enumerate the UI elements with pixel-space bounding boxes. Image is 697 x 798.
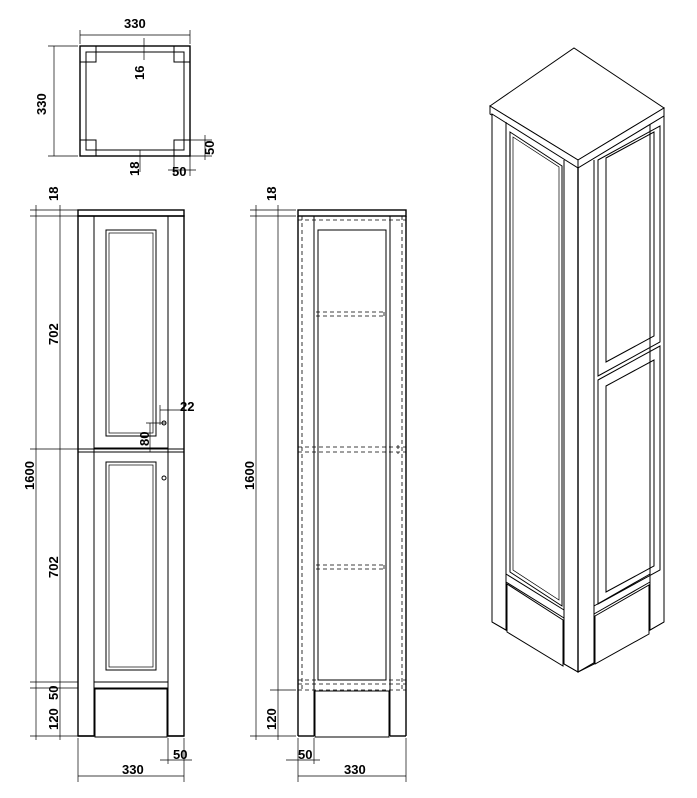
front-upper-door-panel — [105, 229, 157, 437]
plan-width-label: 330 — [124, 16, 146, 31]
section-shelf-3 — [316, 564, 385, 570]
plan-inner-outline — [85, 51, 185, 151]
section-leg-height-label: 120 — [264, 708, 279, 730]
front-width-label: 330 — [122, 762, 144, 777]
front-leg-gap — [94, 688, 168, 738]
section-top-slab — [297, 209, 407, 217]
plan-leg-depth-label: 50 — [202, 141, 217, 155]
plan-offset-label: 18 — [127, 162, 142, 176]
plan-view: 330 330 16 50 18 50 — [34, 16, 217, 179]
section-top-label: 18 — [264, 187, 279, 201]
section-shelf-2 — [298, 445, 406, 454]
section-width-label: 330 — [344, 762, 366, 777]
section-back-panel — [317, 229, 387, 681]
plan-depth-label: 330 — [34, 93, 49, 115]
plan-leg-top-right — [173, 45, 191, 63]
section-total-height-label: 1600 — [242, 461, 257, 490]
plan-leg-width-label: 50 — [172, 164, 186, 179]
plan-leg-bottom-right — [173, 139, 191, 157]
section-leg-width-label: 50 — [298, 747, 312, 762]
front-top-label: 18 — [46, 187, 61, 201]
iso-lower-door — [597, 345, 661, 605]
front-total-height-label: 1600 — [22, 461, 37, 490]
front-lower-door-height-label: 702 — [46, 556, 61, 578]
iso-left-panel — [509, 131, 563, 607]
plan-leg-bottom-left — [79, 139, 97, 157]
plan-outline — [79, 45, 191, 157]
front-view: 18 702 1600 702 50 120 22 80 330 50 — [22, 187, 194, 782]
front-leg-width-label: 50 — [173, 747, 187, 762]
section-base-shelf — [298, 679, 406, 691]
section-leg-gap — [314, 690, 390, 738]
front-knob-height-label: 80 — [137, 432, 152, 446]
front-top-slab — [77, 209, 185, 217]
front-upper-door-height-label: 702 — [46, 323, 61, 345]
isometric-view — [489, 47, 665, 673]
plan-panel-label: 16 — [132, 66, 147, 80]
front-knob-offset-label: 22 — [180, 399, 194, 414]
iso-right-face — [577, 115, 665, 673]
front-upper-door — [93, 215, 169, 449]
front-lower-knob — [161, 475, 167, 481]
front-leg-height-label: 120 — [46, 708, 61, 730]
plan-leg-top-left — [79, 45, 97, 63]
iso-upper-door — [597, 125, 661, 377]
section-view: 18 1600 120 330 50 — [242, 187, 407, 782]
front-lower-door — [93, 451, 169, 683]
front-lower-door-panel — [105, 461, 157, 671]
front-rail-label: 50 — [46, 686, 61, 700]
section-shelf-1 — [316, 311, 385, 317]
